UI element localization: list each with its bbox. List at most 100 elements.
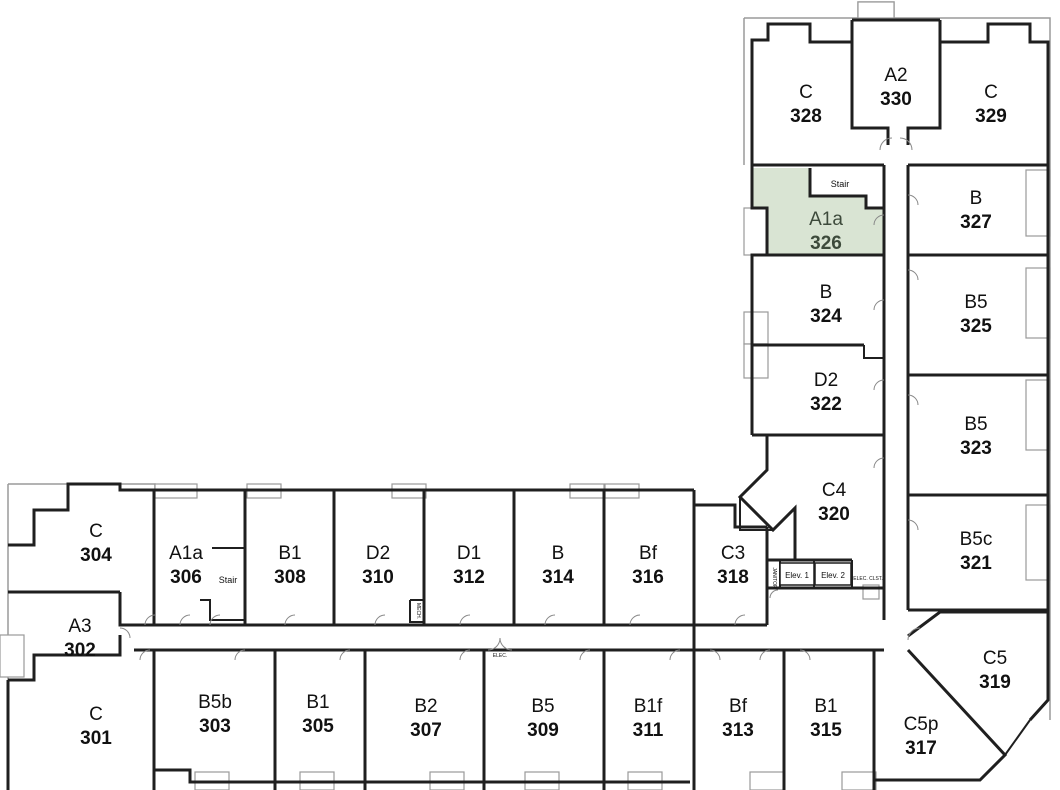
unit-number: 327 <box>960 212 992 233</box>
elec-closet-label: ELEC. CLST. <box>853 576 882 582</box>
unit-number: 323 <box>960 438 992 459</box>
walls <box>6 18 1050 790</box>
stair-label-top: Stair <box>831 179 850 189</box>
unit-number: 313 <box>722 720 754 741</box>
unit-number: 315 <box>810 720 842 741</box>
unit-type: C <box>984 82 998 103</box>
unit-number: 301 <box>80 728 112 749</box>
unit-number: 322 <box>810 394 842 415</box>
unit-number: 303 <box>199 716 231 737</box>
unit-number: 305 <box>302 716 334 737</box>
elec-label: ELEC. <box>493 653 507 659</box>
unit-type: B5 <box>964 414 987 435</box>
unit-number: 329 <box>975 106 1007 127</box>
unit-type: B5 <box>964 292 987 313</box>
unit-number: 318 <box>717 567 749 588</box>
unit-number: 325 <box>960 316 992 337</box>
elevator-2-label: Elev. 2 <box>821 571 845 580</box>
unit-type: B5 <box>531 696 554 717</box>
unit-329[interactable]: C 329 <box>975 82 1007 127</box>
unit-number: 320 <box>818 504 850 525</box>
unit-type: B <box>970 188 983 209</box>
unit-301[interactable]: C 301 <box>80 704 112 749</box>
unit-type: A3 <box>68 616 91 637</box>
unit-type: B1 <box>278 543 301 564</box>
stair-label-left: Stair <box>219 575 238 585</box>
janitor-label: JANITOR <box>771 567 777 589</box>
unit-type: A1a <box>169 543 203 564</box>
unit-number: 302 <box>64 640 96 661</box>
unit-304[interactable]: C 304 <box>80 521 112 566</box>
unit-number: 324 <box>810 306 842 327</box>
unit-313[interactable]: Bf 313 <box>722 696 754 741</box>
building-outline <box>7 1 1051 790</box>
unit-type: Bf <box>729 696 748 717</box>
unit-324[interactable]: B 324 <box>810 282 842 327</box>
unit-type: D2 <box>814 370 838 391</box>
unit-type: B <box>820 282 833 303</box>
unit-number: 310 <box>362 567 394 588</box>
unit-type: C <box>89 704 103 725</box>
unit-number: 307 <box>410 720 442 741</box>
unit-type: B1 <box>306 692 329 713</box>
unit-number: 321 <box>960 553 992 574</box>
unit-number: 309 <box>527 720 559 741</box>
unit-number: 308 <box>274 567 306 588</box>
unit-number: 312 <box>453 567 485 588</box>
unit-number: 319 <box>979 672 1011 693</box>
mech-label: MECH. <box>415 603 421 619</box>
unit-number: 314 <box>542 567 574 588</box>
unit-type: B2 <box>414 696 437 717</box>
unit-type: C5p <box>904 714 939 735</box>
unit-type: C3 <box>721 543 745 564</box>
unit-number: 306 <box>170 567 202 588</box>
unit-type: B5c <box>960 529 993 550</box>
unit-number: 326 <box>810 233 842 254</box>
unit-number: 304 <box>80 545 112 566</box>
unit-type: A2 <box>884 65 907 86</box>
unit-314[interactable]: B 314 <box>542 543 574 588</box>
unit-type: C4 <box>822 480 847 501</box>
unit-number: 311 <box>633 720 664 741</box>
unit-type: C5 <box>983 648 1007 669</box>
unit-326-highlight <box>752 168 884 255</box>
unit-number: 328 <box>790 106 822 127</box>
unit-327[interactable]: B 327 <box>960 188 992 233</box>
unit-type: B <box>552 543 565 564</box>
elevator-1-label: Elev. 1 <box>785 571 809 580</box>
unit-type: Bf <box>639 543 658 564</box>
unit-type: D1 <box>457 543 481 564</box>
unit-type: C <box>89 521 103 542</box>
unit-type: A1a <box>809 209 843 230</box>
unit-type: D2 <box>366 543 390 564</box>
unit-type: B1 <box>814 696 837 717</box>
doors <box>119 137 921 661</box>
unit-number: 330 <box>880 89 912 110</box>
unit-type: B1f <box>634 696 663 717</box>
